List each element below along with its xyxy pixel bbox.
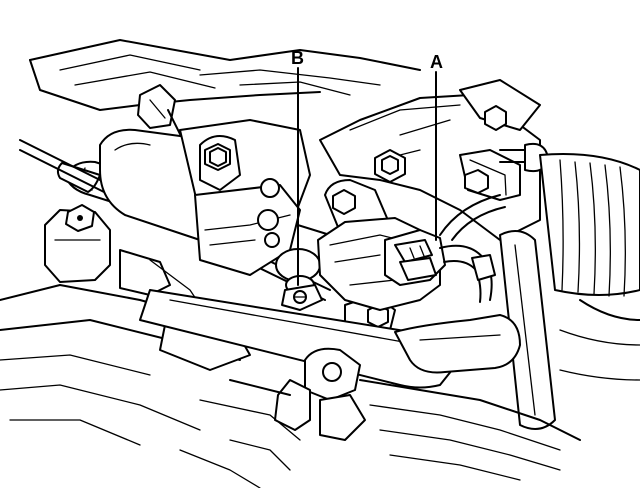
intake-manifold [0, 249, 281, 446]
air-intake-duct [319, 79, 541, 241]
engine-block-lower [179, 299, 640, 488]
sensor-connector [384, 229, 446, 286]
wire-harness [439, 244, 496, 303]
coolant-pipe [139, 289, 521, 389]
engine-block-upper [29, 39, 421, 111]
left-mount-bracket [44, 204, 111, 283]
top-bolt-left [204, 143, 231, 171]
sensor-bosses [257, 178, 280, 248]
hose-band-clamp [459, 142, 549, 201]
bypass-hose [439, 194, 506, 241]
callout-label-b: B [291, 48, 304, 68]
leader-lines [297, 67, 437, 286]
corrugated-hose [539, 153, 640, 297]
throttle-body-housing [99, 119, 311, 276]
duct-bolt [374, 149, 406, 183]
vertical-pipe-right [499, 230, 556, 430]
callout-label-a: A [430, 52, 443, 72]
